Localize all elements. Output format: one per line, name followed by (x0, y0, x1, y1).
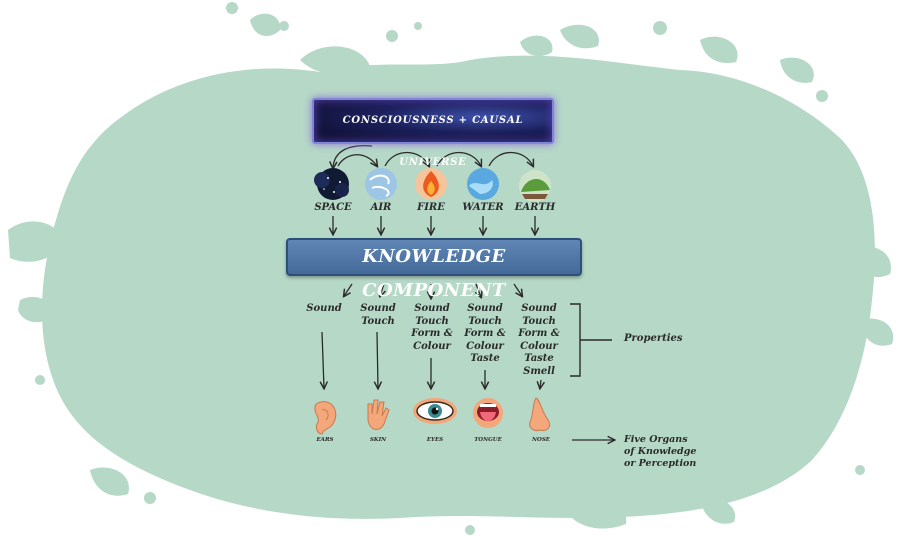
organ-label-tongue: TONGUE (474, 437, 502, 443)
space-to-air-arrow (337, 154, 377, 166)
organ-label-ears: EARS (316, 437, 334, 443)
consciousness-banner: CONSCIOUSNESS + CAUSAL UNIVERSE (312, 98, 554, 168)
element-label-earth: EARTH (514, 202, 556, 213)
properties-bracket (570, 303, 612, 377)
property-line: Taste (524, 353, 554, 364)
hand-icon (367, 399, 390, 430)
element-label-water: WATER (462, 202, 504, 213)
fire-to-water-arrow (436, 152, 481, 167)
organ-label-nose: NOSE (532, 437, 550, 443)
property-line: Sound (467, 303, 503, 314)
property-line: Smell (523, 365, 555, 377)
fire-icon (415, 168, 447, 200)
element-down-arrows (333, 216, 535, 234)
knowledge-component-title: KNOWLEDGE COMPONENT (362, 246, 506, 301)
organs-label-line: Five Organs (624, 434, 688, 445)
organs-label-line: of Knowledge (624, 446, 697, 457)
paint-splash-background (8, 2, 894, 535)
ear-icon (314, 401, 337, 435)
banner-to-space-arrow (333, 144, 373, 168)
knowledge-component-box: KNOWLEDGE COMPONENT (286, 238, 582, 301)
air-to-fire-arrow (384, 152, 429, 167)
element-label-fire: FIRE (417, 202, 445, 213)
property-line: Form & (411, 328, 453, 339)
banner-title: CONSCIOUSNESS + CAUSAL UNIVERSE (342, 115, 524, 168)
property-column-tongue: Sound Touch Form & Colour Taste (457, 303, 513, 366)
property-column-ears: Sound (296, 303, 352, 316)
property-line: Colour (520, 340, 558, 352)
water-to-earth-arrow (488, 152, 533, 167)
property-line: Touch (415, 315, 449, 327)
property-line: Form & (464, 328, 506, 339)
property-line: Sound (521, 303, 557, 314)
property-column-nose: Sound Touch Form & Colour Taste Smell (511, 303, 567, 378)
earth-icon (519, 170, 551, 202)
property-line: Colour (466, 340, 504, 352)
property-column-skin: Sound Touch (350, 303, 406, 328)
property-line: Taste (470, 353, 500, 364)
properties-label: Properties (624, 333, 683, 344)
element-label-air: AIR (370, 202, 392, 213)
space-icon (314, 168, 349, 200)
property-line: Sound (360, 303, 396, 314)
element-flow-arrows (333, 144, 533, 168)
air-icon (365, 168, 397, 200)
organ-label-eyes: EYES (426, 437, 444, 443)
property-line: Sound (414, 303, 450, 314)
property-down-arrows (322, 331, 541, 388)
organ-label-skin: SKIN (369, 437, 387, 443)
property-line: Form & (518, 328, 560, 339)
property-line: Touch (361, 315, 395, 327)
water-icon (467, 168, 499, 200)
knowledge-down-arrows (344, 283, 522, 298)
property-column-eyes: Sound Touch Form & Colour (404, 303, 460, 353)
tongue-icon (473, 398, 503, 428)
organs-label: Five Organs of Knowledge or Perception (624, 434, 696, 470)
eye-icon (413, 398, 457, 424)
element-label-space: SPACE (314, 202, 352, 213)
property-line: Touch (468, 315, 502, 327)
property-line: Sound (306, 303, 342, 314)
nose-icon (529, 397, 551, 431)
organs-label-line: or Perception (624, 458, 697, 469)
property-line: Touch (522, 315, 556, 327)
property-line: Colour (413, 340, 451, 352)
